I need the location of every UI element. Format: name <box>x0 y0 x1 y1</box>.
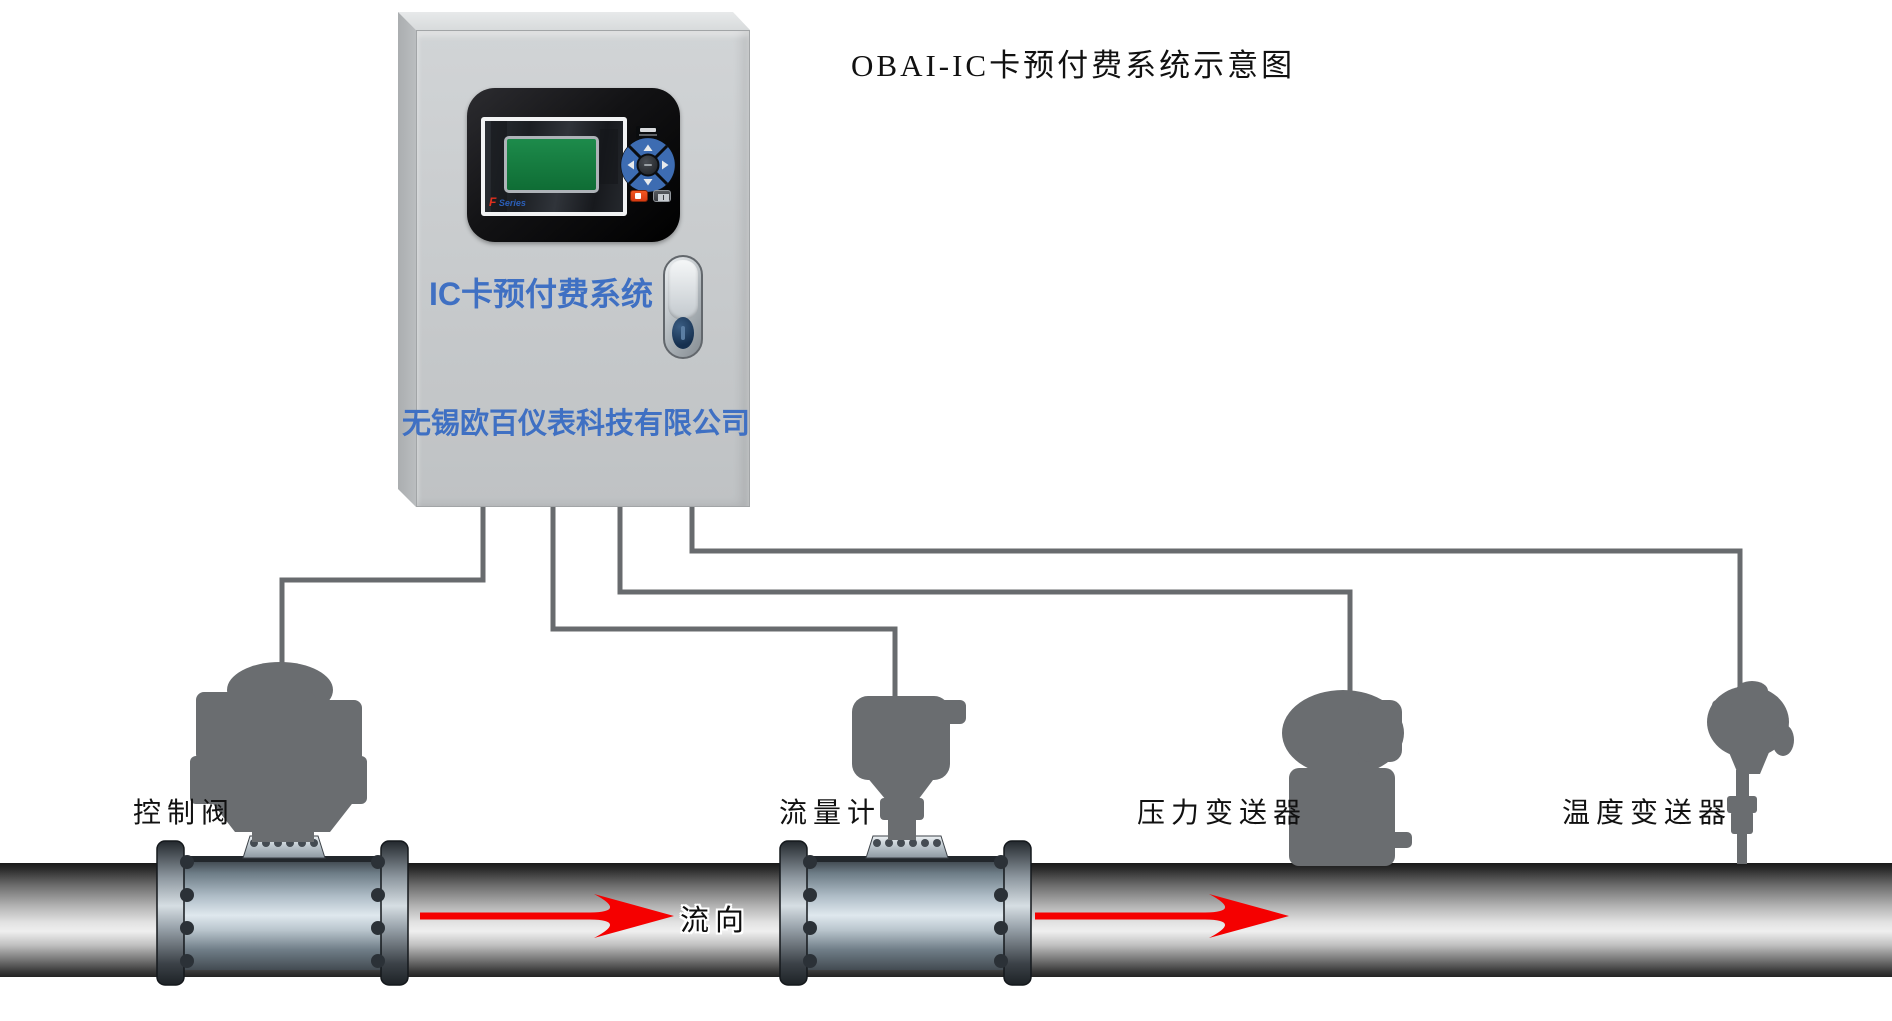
signal-wires <box>279 503 1743 700</box>
wire-control-valve <box>279 503 486 672</box>
control-valve-device <box>190 662 367 842</box>
screen-brand-label: F Series <box>489 195 526 209</box>
valve-pipe-section <box>156 835 409 986</box>
nav-left-icon <box>627 160 634 170</box>
label-control-valve: 控制阀 <box>133 798 236 829</box>
door-handle-plate <box>668 260 698 320</box>
flow-arrow-left <box>420 894 674 938</box>
cabinet-side-face <box>398 12 416 507</box>
card-button <box>630 190 648 202</box>
lcd-screen <box>504 136 599 193</box>
flow-meter-device <box>852 696 966 840</box>
label-pressure-transmitter: 压力变送器 <box>1137 798 1308 829</box>
brand-f: F <box>489 195 497 209</box>
diagram-title: OBAI-IC卡预付费系统示意图 <box>851 48 1296 83</box>
company-name: 无锡欧百仪表科技有限公司 <box>401 408 750 440</box>
brand-series: Series <box>498 198 526 208</box>
pressure-transmitter-device <box>1282 690 1412 866</box>
label-flow-meter: 流量计 <box>779 798 882 829</box>
wire-pressure-transmitter <box>617 503 1353 698</box>
usb-port <box>636 126 660 139</box>
wire-flow-meter <box>550 503 898 700</box>
label-temperature-transmitter: 温度变送器 <box>1562 798 1733 829</box>
door-lock <box>672 317 694 349</box>
flow-direction-label: 流向 <box>680 905 751 937</box>
cabinet-top-face <box>398 12 750 30</box>
screen-reflection <box>600 129 618 184</box>
flow-direction-arrows <box>420 894 1289 938</box>
menu-button <box>653 190 671 202</box>
temperature-transmitter-device <box>1707 681 1794 864</box>
cabinet-system-label: IC卡预付费系统 <box>428 276 653 312</box>
screen-reflection <box>491 121 507 212</box>
meter-pipe-section <box>779 835 1032 986</box>
nav-right-icon <box>662 160 669 170</box>
nav-up-icon <box>643 144 653 151</box>
nav-pad <box>620 137 676 193</box>
nav-down-icon <box>643 179 653 186</box>
flow-arrow-right <box>1035 894 1289 938</box>
wire-temperature-transmitter <box>689 503 1743 692</box>
